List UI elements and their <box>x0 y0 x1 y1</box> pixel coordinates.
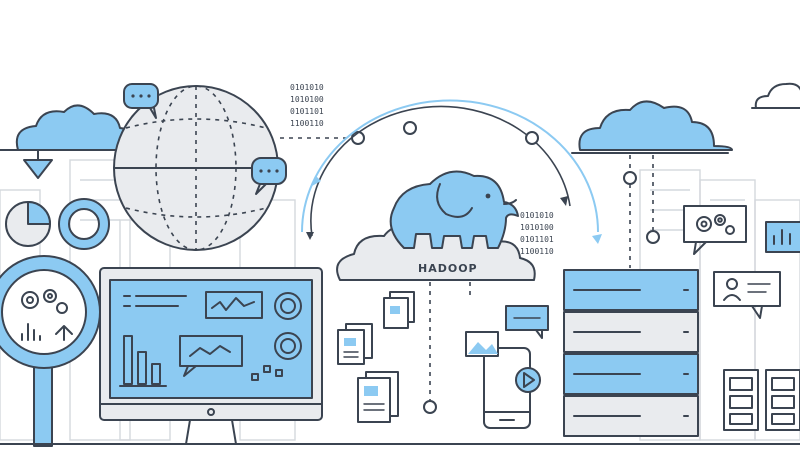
cloud-icon <box>751 82 800 109</box>
binary-line: 1100110 <box>520 247 554 256</box>
cloud-icon <box>0 104 136 151</box>
user-card-icon <box>713 271 781 319</box>
donut-chart-icon <box>58 198 110 250</box>
play-icon <box>515 367 541 393</box>
download-arrow-icon <box>23 149 53 179</box>
hadoop-label: HADOOP <box>418 262 478 275</box>
chat-chart-icon <box>179 335 243 377</box>
document-icon <box>357 371 399 423</box>
server-tower-icon <box>765 369 800 431</box>
binary-code-left: 0101010 1010100 0101101 1100110 <box>290 83 324 128</box>
elephant-icon <box>389 170 519 249</box>
chat-bubble-icon <box>251 157 287 195</box>
refresh-icon <box>55 325 73 341</box>
arrow-icon <box>592 234 602 244</box>
bar-chart-icon <box>119 335 167 387</box>
bar-chart-icon <box>21 323 41 341</box>
server-tower-icon <box>723 369 759 431</box>
binary-line: 0101101 <box>290 107 324 116</box>
image-icon <box>465 331 499 357</box>
chat-bubble-icon <box>505 305 549 339</box>
binary-line: 1010100 <box>520 223 554 232</box>
binary-line: 0101010 <box>290 83 324 92</box>
binary-line: 1100110 <box>290 119 324 128</box>
connector-lines <box>280 131 660 414</box>
line-chart-icon <box>205 291 263 319</box>
text-lines-icon <box>123 295 187 307</box>
gear-icon <box>683 205 747 255</box>
cloud-icon <box>571 100 733 154</box>
donut-chart-icon <box>274 292 302 360</box>
data-flow-arc <box>301 99 602 244</box>
server-rack-icon <box>563 269 699 437</box>
arrow-icon <box>312 176 321 186</box>
binary-code-right: 0101010 1010100 0101101 1100110 <box>520 211 554 256</box>
arrow-icon <box>306 232 314 240</box>
monitor-icon <box>99 267 323 445</box>
document-icon <box>337 323 373 365</box>
pixel-squares <box>251 365 283 381</box>
pie-chart-icon <box>5 201 51 247</box>
binary-line: 0101010 <box>520 211 554 220</box>
binary-line: 1010100 <box>290 95 324 104</box>
smartphone-icon <box>483 347 541 429</box>
document-icon <box>383 291 415 329</box>
arrow-icon <box>560 196 568 206</box>
magnifier-icon <box>0 255 101 447</box>
bar-chart-icon <box>765 221 800 253</box>
gear-icon <box>21 289 68 314</box>
chat-bubble-icon <box>123 83 159 119</box>
binary-line: 0101101 <box>520 235 554 244</box>
